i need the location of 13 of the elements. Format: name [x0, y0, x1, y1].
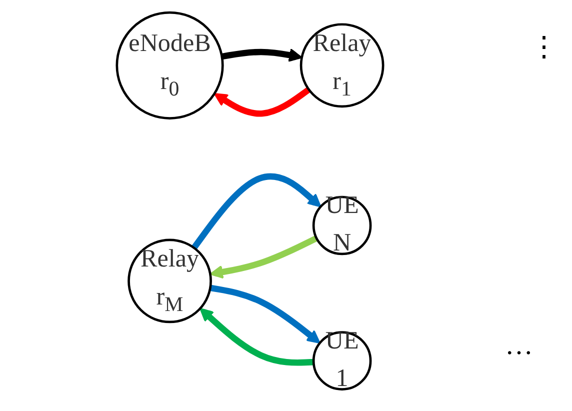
arrow: [214, 86, 311, 117]
ellipsis-mark: ⋮: [530, 31, 558, 64]
arrow: [221, 48, 302, 62]
arrow: [191, 173, 322, 250]
arrow: [210, 284, 320, 344]
node-circle: eNodeB r$_{0}$: [116, 11, 224, 120]
node-circle: UE 1: [312, 331, 372, 390]
arrow: [210, 235, 318, 279]
node-circle: Relay r$_{M}$: [128, 238, 212, 324]
node-circle: UE N: [312, 196, 372, 256]
arrow: [200, 308, 314, 366]
ellipsis-mark: …: [505, 330, 533, 362]
node-circle: Relay r$_{1}$: [300, 23, 384, 108]
